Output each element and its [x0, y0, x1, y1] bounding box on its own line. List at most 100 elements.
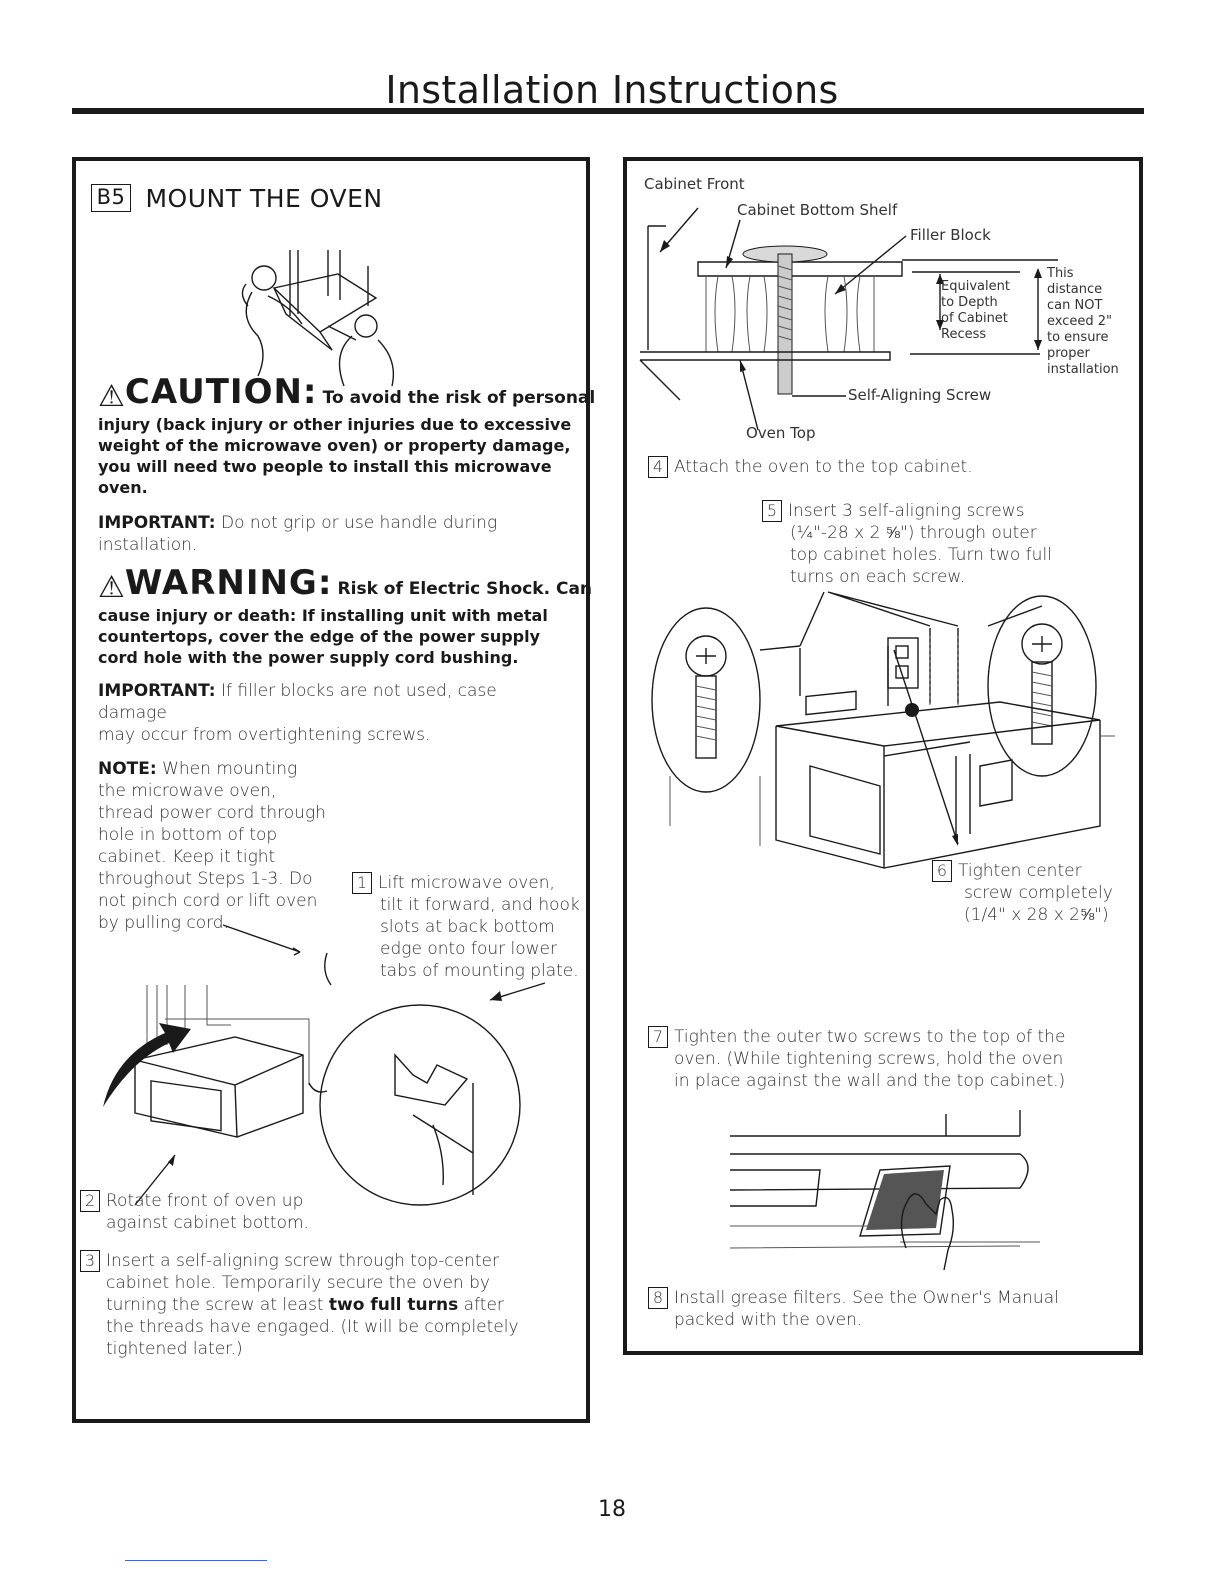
step-1: 1 Lift microwave oven, tilt it forward, a…	[352, 872, 582, 982]
note-line-7: by pulling cord.	[98, 913, 230, 933]
caution-line-1: injury (back injury or other injuries du…	[98, 415, 572, 434]
step-7-line-1: oven. (While tightening screws, hold the…	[674, 1049, 1064, 1069]
note-line-2: thread power cord through	[98, 803, 326, 823]
label-equivalent-0: Equivalent	[941, 279, 1010, 294]
left-panel	[72, 157, 590, 1423]
label-filler-block: Filler Block	[910, 226, 991, 244]
grease-filter-illustration	[729, 1110, 1040, 1271]
note-line-1: the microwave oven,	[98, 781, 277, 801]
note-line-5: throughout Steps 1-3. Do	[98, 869, 313, 889]
step-6-line-1: screw completely	[964, 883, 1113, 903]
note-block: NOTE: When mounting the microwave oven, …	[98, 758, 348, 934]
step-6-line-2: (1/4" x 28 x 2⅝")	[964, 905, 1109, 925]
right-panel	[623, 157, 1143, 1355]
caution-first-line: To avoid the risk of personal	[322, 388, 596, 408]
label-equivalent-2: of Cabinet	[941, 311, 1008, 326]
step-heading-text: MOUNT THE OVEN	[145, 184, 383, 213]
step-7-line-2: in place against the wall and the top ca…	[674, 1071, 1066, 1091]
important-text-1: Do not grip or use handle during	[221, 513, 498, 533]
step-6-number: 6	[932, 860, 952, 882]
label-cabinet-front: Cabinet Front	[644, 175, 745, 193]
important-note-2: IMPORTANT: If filler blocks are not used…	[98, 680, 568, 746]
step-1-line-3: edge onto four lower	[380, 939, 557, 959]
warning-line-2: countertops, cover the edge of the power…	[98, 627, 541, 646]
note-line-6: not pinch cord or lift oven	[98, 891, 318, 911]
step-3: 3 Insert a self-aligning screw through to…	[80, 1250, 580, 1360]
step-4-text: Attach the oven to the top cabinet.	[674, 457, 973, 477]
step-3-line-4: the threads have engaged. (It will be co…	[106, 1317, 519, 1337]
label-distance-5: proper	[1047, 346, 1090, 361]
label-equivalent-1: to Depth	[941, 295, 998, 310]
step-1-number: 1	[352, 872, 372, 894]
label-distance-4: to ensure	[1047, 330, 1109, 345]
warning-icon: ⚠	[98, 570, 125, 605]
caution-word: CAUTION:	[124, 372, 318, 412]
step-1-line-4: tabs of mounting plate.	[380, 961, 579, 981]
step-7-line-0: Tighten the outer two screws to the top …	[674, 1027, 1066, 1047]
step-5-line-1: (¼"-28 x 2 ⅝") through outer	[790, 523, 1037, 543]
label-equivalent-3: Recess	[941, 327, 987, 342]
label-cabinet-bottom-shelf: Cabinet Bottom Shelf	[737, 201, 898, 219]
important-note-1: IMPORTANT: Do not grip or use handle dur…	[98, 512, 568, 556]
step-2-line-1: against cabinet bottom.	[106, 1213, 309, 1233]
label-distance-6: installation	[1047, 362, 1119, 377]
caution-icon: ⚠	[98, 379, 125, 414]
note-line-0: When mounting	[162, 759, 298, 779]
cabinet-cross-section-diagram	[639, 207, 1058, 431]
title-rule	[72, 108, 1144, 114]
step-8-line-1: packed with the oven.	[674, 1310, 863, 1330]
warning-first-line: Risk of Electric Shock. Can	[337, 579, 593, 599]
caution-line-3: you will need two people to install this…	[98, 457, 552, 476]
step-3-line-1: Insert a self-aligning screw through top…	[106, 1251, 499, 1271]
note-label: NOTE:	[98, 759, 157, 779]
note-line-3: hole in bottom of top	[98, 825, 278, 845]
caution-block: ⚠CAUTION: To avoid the risk of personal …	[98, 372, 595, 498]
step-3-line-3c: after	[463, 1295, 504, 1315]
step-8-line-0: Install grease filters. See the Owner's …	[674, 1288, 1059, 1308]
step-3-line-3b: two full turns	[328, 1295, 459, 1315]
step-3-number: 3	[80, 1250, 100, 1272]
two-people-lifting-illustration	[241, 250, 395, 387]
step-6-line-0: Tighten center	[958, 861, 1082, 881]
oven-rotation-illustration	[103, 924, 546, 1206]
important-text-2b: may occur from overtightening screws.	[98, 725, 431, 745]
step-number-badge: B5	[91, 184, 131, 212]
caution-line-2: weight of the microwave oven) or propert…	[98, 436, 571, 455]
step-1-line-0: Lift microwave oven,	[378, 873, 555, 893]
label-self-aligning-screw: Self-Aligning Screw	[848, 386, 992, 404]
warning-word: WARNING:	[124, 563, 333, 603]
step-5: 5 Insert 3 self-aligning screws (¼"-28 x …	[762, 500, 1092, 588]
step-3-line-2: cabinet hole. Temporarily secure the ove…	[106, 1273, 490, 1293]
label-max-distance: This distance can NOT exceed 2" to ensur…	[1047, 266, 1119, 378]
warning-block: ⚠WARNING: Risk of Electric Shock. Can ca…	[98, 563, 592, 668]
page-number: 18	[598, 1497, 626, 1522]
important-label-1: IMPORTANT:	[98, 513, 216, 533]
label-distance-3: exceed 2"	[1047, 314, 1113, 329]
step-5-line-2: top cabinet holes. Turn two full	[790, 545, 1052, 565]
oven-with-screws-illustration	[651, 591, 1115, 869]
step-5-number: 5	[762, 500, 782, 522]
page-title: Installation Instructions	[385, 68, 839, 112]
step-heading: B5 MOUNT THE OVEN	[91, 184, 383, 213]
step-7-number: 7	[648, 1026, 668, 1048]
step-5-line-0: Insert 3 self-aligning screws	[788, 501, 1025, 521]
important-text-2: If filler blocks are not used, case dama…	[98, 681, 497, 723]
note-line-4: cabinet. Keep it tight	[98, 847, 276, 867]
step-2-number: 2	[80, 1190, 100, 1212]
step-1-line-1: tilt it forward, and hook	[380, 895, 580, 915]
label-distance-1: distance	[1047, 282, 1103, 297]
warning-line-3: cord hole with the power supply cord bus…	[98, 648, 519, 667]
step-8-number: 8	[648, 1287, 668, 1309]
footer-line	[125, 1560, 267, 1561]
label-oven-top: Oven Top	[746, 424, 816, 442]
step-5-line-3: turns on each screw.	[790, 567, 966, 587]
step-1-line-2: slots at back bottom	[380, 917, 555, 937]
step-4: 4 Attach the oven to the top cabinet.	[648, 456, 1128, 478]
label-distance-2: can NOT	[1047, 298, 1103, 313]
warning-line-1: cause injury or death: If installing uni…	[98, 606, 548, 625]
important-text-1b: installation.	[98, 535, 198, 555]
step-7: 7 Tighten the outer two screws to the top…	[648, 1026, 1128, 1092]
step-4-number: 4	[648, 456, 668, 478]
caution-line-4: oven.	[98, 478, 148, 497]
label-distance-0: This	[1047, 266, 1074, 281]
